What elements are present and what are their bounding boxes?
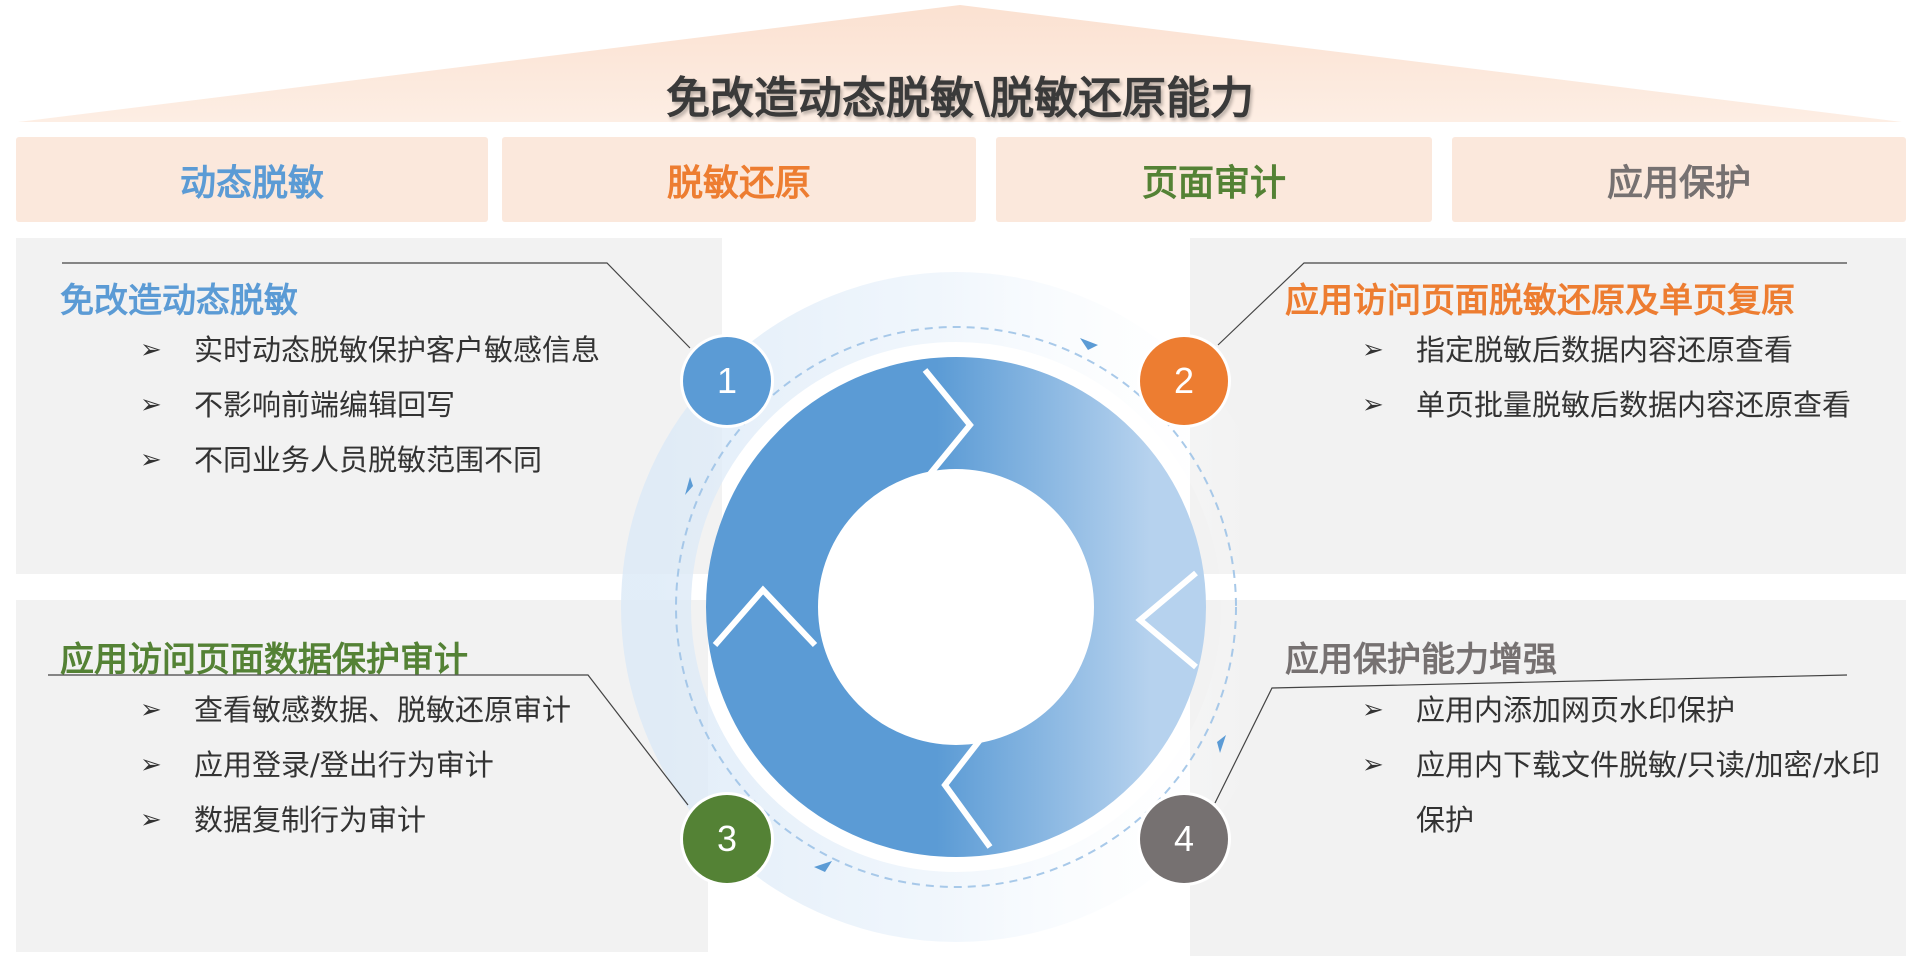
step-3-heading: 应用访问页面数据保护审计 bbox=[60, 640, 468, 680]
list-item: ➢应用内添加网页水印保护 bbox=[1362, 683, 1887, 738]
cycle-ring bbox=[621, 272, 1291, 942]
step-2-bullets: ➢指定脱敏后数据内容还原查看 ➢单页批量脱敏后数据内容还原查看 bbox=[1362, 323, 1852, 433]
arrowhead-bullet-icon: ➢ bbox=[140, 390, 162, 420]
panel-step-3 bbox=[16, 600, 708, 952]
tab-dynamic-masking: 动态脱敏 bbox=[16, 137, 488, 222]
list-item: ➢单页批量脱敏后数据内容还原查看 bbox=[1362, 378, 1852, 433]
arrowhead-bullet-icon: ➢ bbox=[1362, 390, 1384, 420]
panel-step-2 bbox=[1190, 238, 1906, 574]
arrowhead-bullet-icon: ➢ bbox=[1362, 750, 1384, 780]
panel-step-4 bbox=[1190, 600, 1906, 956]
step-3-bullets: ➢查看敏感数据、脱敏还原审计 ➢应用登录/登出行为审计 ➢数据复制行为审计 bbox=[140, 683, 700, 848]
arrowhead-bullet-icon: ➢ bbox=[1362, 335, 1384, 365]
arrowhead-bullet-icon: ➢ bbox=[140, 750, 162, 780]
step-4-bullets: ➢应用内添加网页水印保护 ➢应用内下载文件脱敏/只读/加密/水印保护 bbox=[1362, 683, 1887, 848]
step-3-badge: 3 bbox=[683, 795, 771, 883]
roof-banner bbox=[18, 5, 1902, 122]
step-2-badge: 2 bbox=[1140, 337, 1228, 425]
arrowhead-bullet-icon: ➢ bbox=[140, 335, 162, 365]
list-item: ➢查看敏感数据、脱敏还原审计 bbox=[140, 683, 700, 738]
list-item: ➢数据复制行为审计 bbox=[140, 793, 700, 848]
list-item: ➢指定脱敏后数据内容还原查看 bbox=[1362, 323, 1852, 378]
tab-app-protection: 应用保护 bbox=[1452, 137, 1906, 222]
arrowhead-bullet-icon: ➢ bbox=[140, 695, 162, 725]
tab-page-audit: 页面审计 bbox=[996, 137, 1432, 222]
list-item: ➢应用内下载文件脱敏/只读/加密/水印保护 bbox=[1362, 738, 1887, 848]
list-item: ➢实时动态脱敏保护客户敏感信息 bbox=[140, 323, 700, 378]
panel-step-1 bbox=[16, 238, 722, 574]
step-2-heading: 应用访问页面脱敏还原及单页复原 bbox=[1285, 281, 1795, 321]
step-1-heading: 免改造动态脱敏 bbox=[60, 281, 298, 321]
arrowhead-bullet-icon: ➢ bbox=[1362, 695, 1384, 725]
step-4-badge: 4 bbox=[1140, 795, 1228, 883]
arrowhead-bullet-icon: ➢ bbox=[140, 445, 162, 475]
step-1-badge: 1 bbox=[683, 337, 771, 425]
list-item: ➢不同业务人员脱敏范围不同 bbox=[140, 433, 700, 488]
page-title: 免改造动态脱敏\脱敏还原能力 bbox=[665, 73, 1255, 124]
arrowhead-bullet-icon: ➢ bbox=[140, 805, 162, 835]
list-item: ➢不影响前端编辑回写 bbox=[140, 378, 700, 433]
step-1-bullets: ➢实时动态脱敏保护客户敏感信息 ➢不影响前端编辑回写 ➢不同业务人员脱敏范围不同 bbox=[140, 323, 700, 488]
step-4-heading: 应用保护能力增强 bbox=[1285, 640, 1557, 680]
tab-masking-restore: 脱敏还原 bbox=[502, 137, 976, 222]
list-item: ➢应用登录/登出行为审计 bbox=[140, 738, 700, 793]
